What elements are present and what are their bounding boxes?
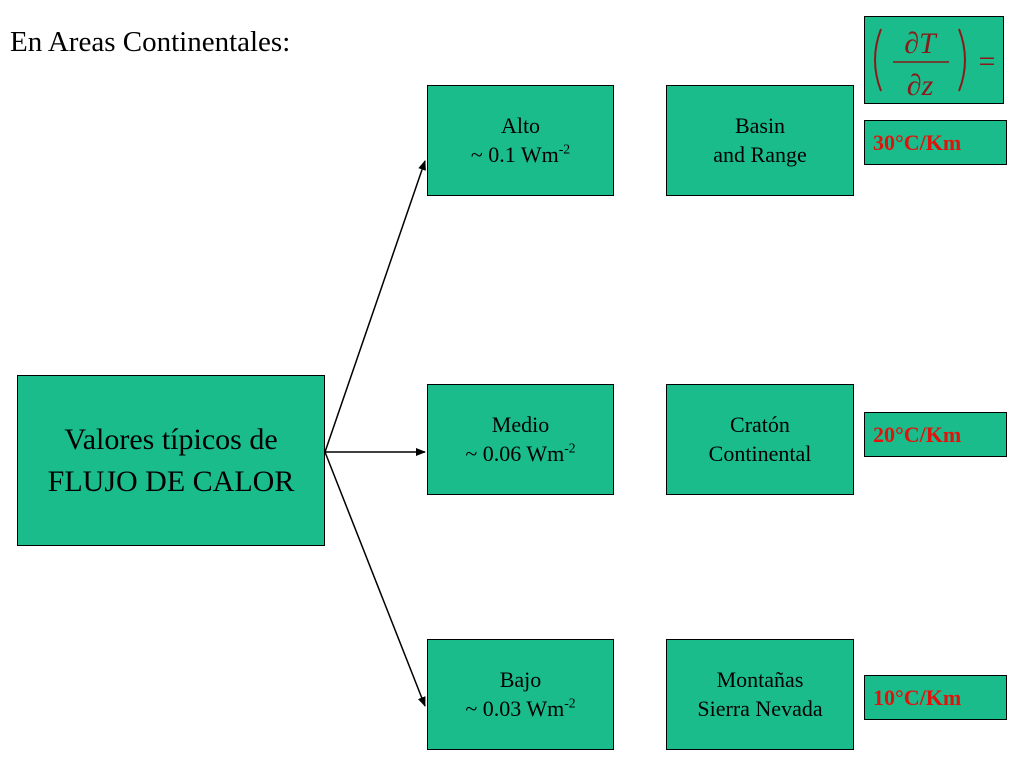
region-line1: Montañas — [716, 666, 804, 692]
region-line1: Basin — [734, 112, 786, 138]
temperature-gradient-formula: ∂T ∂z = — [864, 16, 1004, 104]
heat-flow-main-node: Valores típicos de FLUJO DE CALOR — [17, 375, 325, 546]
main-node-line2: FLUJO DE CALOR — [47, 464, 295, 498]
flux-level-label: Bajo — [499, 666, 542, 692]
flux-level-value: ~ 0.03 Wm — [465, 695, 565, 721]
flux-level-exponent: -2 — [564, 440, 576, 456]
flux-level-medium: Medio ~ 0.06 Wm-2 — [427, 384, 614, 495]
arrow-to-low — [324, 451, 426, 707]
gradient-medium: 20°C/Km — [864, 412, 1007, 457]
region-line2: Continental — [708, 440, 812, 466]
flux-level-value: ~ 0.06 Wm — [465, 440, 565, 466]
formula-denominator: ∂z — [907, 69, 934, 102]
formula-graphic: ∂T ∂z = — [874, 27, 996, 102]
main-node-line1: Valores típicos de — [64, 423, 278, 457]
region-sierra-nevada: Montañas Sierra Nevada — [666, 639, 854, 750]
gradient-low: 10°C/Km — [864, 675, 1007, 720]
flux-level-exponent: -2 — [564, 695, 576, 711]
region-craton-continental: Cratón Continental — [666, 384, 854, 495]
page-title: En Areas Continentales: — [10, 26, 291, 58]
left-paren-icon — [874, 28, 882, 92]
region-basin-and-range: Basin and Range — [666, 85, 854, 196]
region-line2: Sierra Nevada — [697, 695, 823, 721]
flux-level-value: ~ 0.1 Wm — [470, 141, 559, 167]
region-line2: and Range — [713, 141, 807, 167]
flux-level-exponent: -2 — [558, 141, 571, 157]
formula-equals: = — [979, 45, 996, 78]
flux-level-label: Alto — [500, 112, 541, 138]
formula-numerator: ∂T — [904, 27, 938, 60]
flux-level-label: Medio — [491, 411, 550, 437]
gradient-high: 30°C/Km — [864, 120, 1007, 165]
right-paren-icon — [958, 28, 966, 92]
flux-level-high: Alto ~ 0.1 Wm-2 — [427, 85, 614, 196]
region-line1: Cratón — [730, 411, 790, 437]
arrow-to-high — [324, 160, 426, 453]
flux-level-low: Bajo ~ 0.03 Wm-2 — [427, 639, 614, 750]
